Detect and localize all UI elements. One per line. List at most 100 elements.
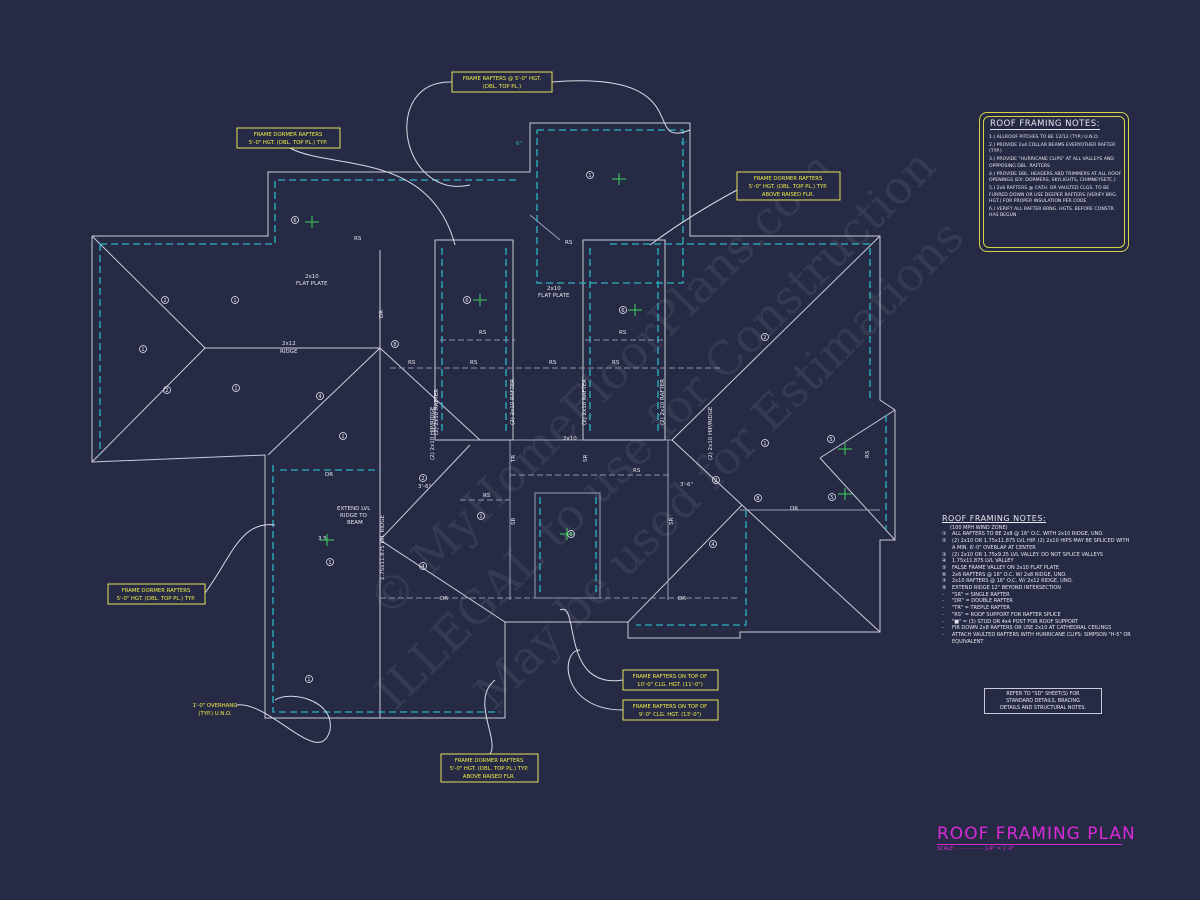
marker-2b: 2 [165, 388, 168, 394]
note-item: 1.) ALLROOF PITCHES TO BE 12/12 (TYP.) U… [989, 135, 1099, 140]
marker-6: 6 [293, 218, 296, 224]
callout-text: FRAME RAFTERS ON TOP OF [633, 704, 707, 710]
note-text: 2x10 RAFTERS @ 16" O.C. W/ 2x12 RIDGE, U… [952, 578, 1073, 585]
label-ridge: RIDGE [280, 349, 298, 355]
callout-text: FRAME RAFTERS @ 5'-0" HGT. [463, 76, 542, 82]
label-rs-3: RS [479, 330, 487, 336]
note-marker: - [942, 625, 944, 632]
callout-text: 5'-0" HGT. (DBL. TOP PL.) TYP. [450, 766, 529, 772]
note-item: -"DR" = DOUBLE RAFTER [942, 598, 1132, 605]
label-rafter-4: (2) 2x10 RAFTER [660, 379, 666, 425]
marker-1g: 1 [328, 560, 331, 566]
marker-4: 4 [318, 394, 321, 400]
label-dim-3-6-2: 3'-6" [680, 482, 693, 488]
note-markers: 1 2 2 4 8 1 1 6 6 6 2 1 2 1 4 6 2 4 8 5 … [139, 171, 852, 683]
marker-1e: 1 [479, 514, 482, 520]
note-marker: ⑦ [942, 578, 947, 585]
scale-value: 1/4" = 1'-0" [984, 846, 1015, 852]
label-extend-lvl-3: BEAM [347, 520, 363, 526]
note-item: -FIR DOWN 2x8 RAFTERS OR USE 2x10 AT CAT… [942, 625, 1132, 632]
note-marker: - [942, 605, 944, 612]
title-underline [937, 844, 1122, 845]
label-rs-9: RS [483, 493, 491, 499]
label-sr-2: SR [583, 455, 589, 462]
note-text: (2) 2x10 OR 1.75x9.25 LVL VALLEY. DO NOT… [952, 551, 1103, 558]
callout-text: 5'-0" HGT. (DBL. TOP PL.) TYP. [249, 140, 328, 146]
marker-2e: 2 [714, 478, 717, 484]
note-item: ⑦ 2x10 RAFTERS @ 16" O.C. W/ 2x12 RIDGE, … [942, 578, 1132, 585]
refer-note: REFER TO "SD" SHEET(S) FOR STANDARD DETA… [984, 688, 1102, 714]
marker-1b: 1 [341, 434, 344, 440]
note-item: ⑧ EXTEND RIDGE 12" BEYOND INTERSECTION [942, 585, 1132, 592]
note-item: 2.) PROVIDE 2x4 COLLAR BEAMS EVERYOTHER … [989, 142, 1116, 155]
marker-4c: 4 [711, 542, 714, 548]
notes-title: ROOF FRAMING NOTES: [942, 514, 1047, 523]
marker-6d: 6 [569, 532, 572, 538]
marker-4b: 4 [421, 564, 424, 570]
note-text: ALL RAFTERS TO BE 2x8 @ 16" O.C. WITH 2x… [952, 531, 1104, 538]
note-marker: ⑤ [942, 564, 947, 571]
label-hip-ridge-1: (2) 2x10 HIP/RIDGE [430, 406, 436, 460]
label-sr-3: SR [669, 518, 675, 525]
marker-1c: 1 [588, 173, 591, 179]
note-text: "TR" = TREPLE RAFTER [952, 605, 1010, 612]
label-dim-6: 6" [516, 141, 522, 147]
label-dr-3: DR [678, 596, 686, 602]
label-rs-8: RS [612, 360, 620, 366]
pitch-symbols [305, 173, 852, 546]
marker-6c: 6 [621, 308, 624, 314]
label-dr-1: DR [325, 472, 333, 478]
watermark: © MyHomeFloorPlans.com ILLEGAL to use fo… [357, 138, 973, 719]
label-extend-lvl-2: RIDGE TO [340, 513, 368, 519]
callout-text: ABOVE RAISED FLR. [762, 192, 815, 198]
callout-4: FRAME RAFTERS ON TOP OF 10'-0" CLG. HGT.… [622, 669, 719, 691]
note-text: "DR" = DOUBLE RAFTER [952, 598, 1013, 605]
marker-1: 1 [141, 347, 144, 353]
marker-1h: 1 [234, 386, 237, 392]
note-text: "SR" = SINGLE RAFTER [952, 591, 1010, 598]
notes-list: 1.) ALLROOF PITCHES TO BE 12/12 (TYP.) U… [989, 135, 1123, 221]
callout-text: 5'-0" HGT. (DBL. TOP PL.) TYP. [749, 184, 828, 190]
drawing-scale: SCALE: ················· 1/4" = 1'-0" [937, 846, 1015, 852]
label-dr-2: DR [440, 596, 448, 602]
note-text: (2) 2x10 OR 1.75x11.875 LVL HIP. (2) 2x1… [952, 538, 1130, 551]
marker-2: 2 [163, 298, 166, 304]
marker-2d: 2 [421, 476, 424, 482]
refer-note-line: REFER TO "SD" SHEET(S) FOR [1006, 691, 1080, 697]
label-rs-6: RS [470, 360, 478, 366]
note-marker: ⑥ [942, 571, 947, 578]
label-flat-plate-size: 2x10 [305, 274, 319, 280]
label-flat-plate-center-size: 2x10 [547, 286, 561, 292]
note-item: 3.) PROVIDE "HURRICANE CLIPS" AT ALL VAL… [989, 157, 1114, 169]
marker-1d: 1 [763, 441, 766, 447]
label-rs-vert: RS [865, 450, 871, 458]
wind-zone: (100 MPH WIND ZONE) [950, 524, 1008, 531]
callout-text: FRAME DORMER RAFTERS [254, 132, 323, 138]
note-item: ②(2) 2x10 OR 1.75x11.875 LVL HIP. (2) 2x… [942, 538, 1132, 551]
callout-text: ABOVE RAISED FLR. [463, 774, 516, 780]
label-flat-plate: FLAT PLATE [296, 281, 328, 287]
note-text: EXTEND RIDGE 12" BEYOND INTERSECTION [952, 585, 1061, 592]
callout-text: FRAME DORMER RAFTERS [754, 176, 823, 182]
note-text: "■" = (3) STUD OR 4x4 POST FOR ROOF SUPP… [952, 618, 1079, 625]
refer-note-line: DETAILS AND STRUCTURAL NOTES. [999, 705, 1087, 711]
note-marker: - [942, 591, 944, 598]
overhang-note-line-1: 1'-0" OVERHANG [193, 703, 238, 709]
note-marker: ④ [942, 558, 947, 565]
wall-lines-dashed [99, 129, 887, 713]
roof-framing-notes-structural: ROOF FRAMING NOTES: (100 MPH WIND ZONE) … [942, 514, 1132, 645]
note-item: ③(2) 2x10 OR 1.75x9.25 LVL VALLEY. DO NO… [942, 552, 1132, 559]
drawing-title: ROOF FRAMING PLAN [937, 824, 1136, 844]
label-ridge-size: 2x12 [282, 341, 296, 347]
callout-5: FRAME RAFTERS ON TOP OF 9'-0" CLG. HGT. … [622, 699, 719, 721]
marker-1f: 1 [307, 677, 310, 683]
marker-2c: 2 [763, 335, 766, 341]
label-dim-3-6: 3'-6" [418, 484, 431, 490]
label-rs-5: RS [408, 360, 416, 366]
label-rafter-2: (2) 2x10 RAFTER [510, 379, 516, 425]
label-rs-7: RS [549, 360, 557, 366]
note-marker: ⑧ [942, 585, 947, 592]
note-item: 4.) PROVIDE DBL. HEADERS ABD TRIMMERS AT… [989, 171, 1122, 184]
